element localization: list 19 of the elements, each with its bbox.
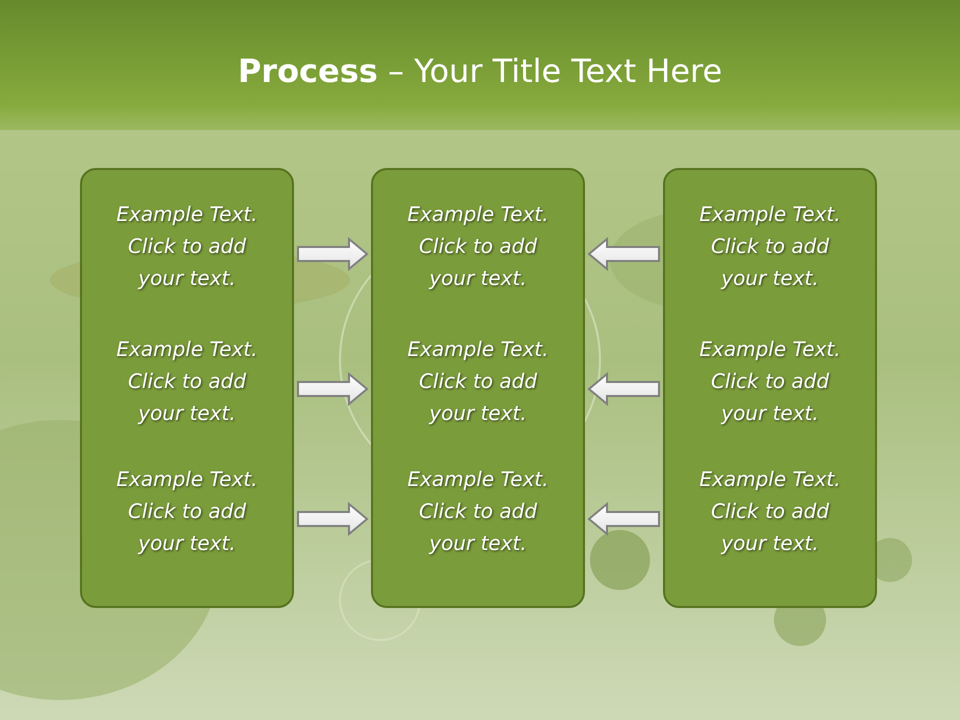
block-arrow [587,236,660,272]
block-arrow [587,372,660,406]
example-text: Example Text. Click to add your text. [665,463,875,563]
slide-title: Process – Your Title Text Here [236,52,724,90]
example-text: Example Text. Click to add your text. [82,333,292,433]
example-text: Example Text. Click to add your text. [665,198,875,298]
text-panel [371,168,585,608]
block-arrow [297,236,369,272]
example-text: Example Text. Click to add your text. [373,333,583,433]
text-panel [663,168,877,608]
block-arrow [297,502,369,536]
text-panel [80,168,294,608]
example-text: Example Text. Click to add your text. [665,333,875,433]
example-text: Example Text. Click to add your text. [82,463,292,563]
block-arrow [297,372,369,406]
block-arrow [587,502,660,536]
example-text: Example Text. Click to add your text. [373,198,583,298]
example-text: Example Text. Click to add your text. [373,463,583,563]
example-text: Example Text. Click to add your text. [82,198,292,298]
